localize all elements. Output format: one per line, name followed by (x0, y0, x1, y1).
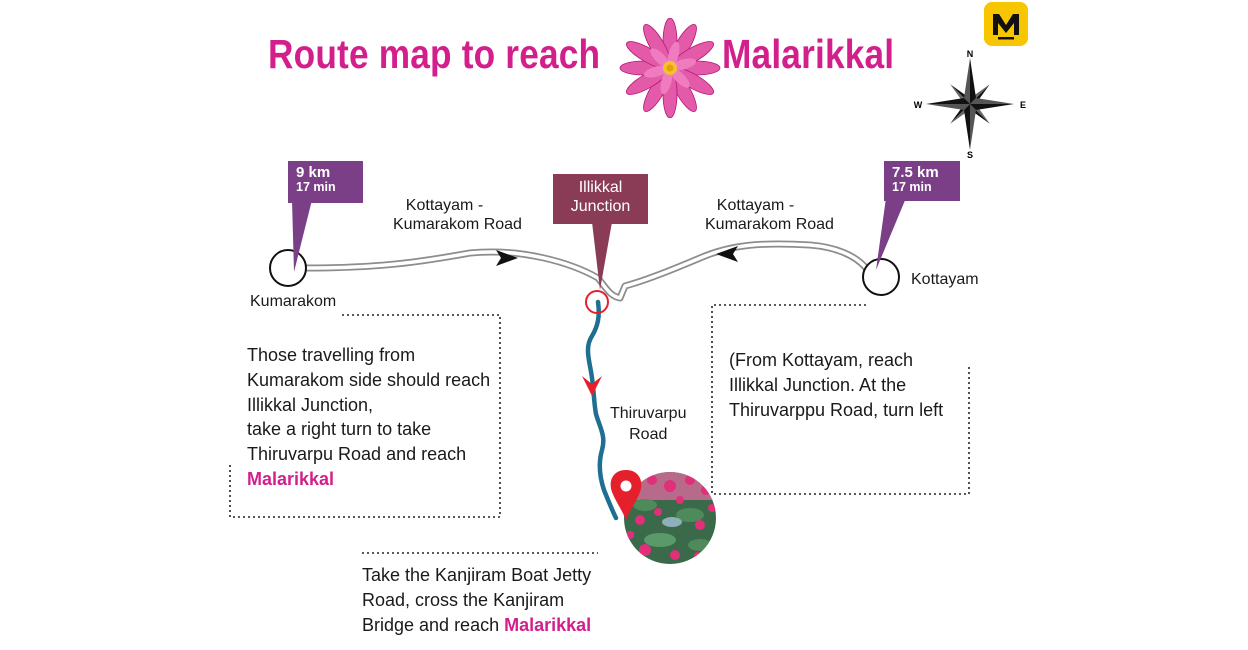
road-label-left-line1: Kottayam - (405, 197, 484, 214)
tag-kumarakom-distance: 9 km 17 min (288, 161, 363, 203)
info-right-line2: Illikkal Junction. At the (729, 374, 907, 395)
info-kanjiram-route: Take the Kanjiram Boat Jetty Road, cross… (362, 563, 622, 637)
info-bottom-destination: Malarikkal (504, 614, 592, 635)
illikkal-junction-marker (585, 290, 609, 314)
arrow-east-icon (496, 250, 518, 266)
road-label-left: Kottayam - Kumarakom Road (393, 196, 522, 234)
thiruvarpu-road (585, 299, 619, 521)
info-bottom-line2: Road, cross the Kanjiram (362, 589, 565, 610)
brand-logo[interactable]: M (984, 2, 1028, 46)
info-left-line1: Those travelling from (247, 345, 416, 365)
kottayam-marker (862, 258, 900, 296)
lotus-icon (619, 18, 721, 118)
place-label-kumarakom: Kumarakom (250, 293, 337, 310)
tag-kottayam-min: 17 min (892, 179, 932, 194)
tag-kumarakom-min: 17 min (296, 179, 336, 194)
info-bottom-line3-text: Bridge and reach (362, 614, 505, 635)
tag-junction-line2: Junction (570, 198, 631, 216)
info-left-destination: Malarikkal (247, 469, 335, 490)
brand-logo-icon (993, 14, 1019, 40)
info-left-line5: Thiruvarpu Road and reach (247, 444, 467, 465)
road-label-right-line2: Kumarakom Road (705, 216, 834, 234)
compass-rose-icon: N S E W (914, 49, 1026, 160)
info-left-line2: Kumarakom side should reach (247, 369, 491, 390)
road-label-left-line2: Kumarakom Road (393, 216, 522, 234)
road-label-south: Thiruvarpu Road (610, 404, 686, 446)
compass-n: N (967, 49, 974, 59)
road-label-right-line1: Kottayam - (716, 197, 795, 214)
compass-e: E (1020, 100, 1026, 110)
info-frames (229, 304, 970, 554)
tag-junction-pointer (592, 222, 612, 290)
arrow-south-icon (582, 376, 602, 396)
info-kottayam-side: (From Kottayam, reach Illikkal Junction.… (729, 348, 969, 422)
tag-kumarakom-km: 9 km (296, 164, 331, 181)
compass-w: W (914, 100, 923, 110)
info-right-line3: Thiruvarppu Road, turn left (729, 399, 944, 420)
page-title-left: Route map to reach (268, 31, 601, 77)
road-label-south-line1: Thiruvarpu (610, 405, 687, 422)
tag-kottayam-distance: 7.5 km 17 min (884, 161, 960, 201)
page-title-destination: Malarikkal (722, 31, 895, 77)
info-bottom-line1: Take the Kanjiram Boat Jetty (362, 565, 592, 585)
place-label-kottayam: Kottayam (911, 271, 979, 288)
road-kottayam-kumarakom (305, 240, 869, 302)
info-right-line1: (From Kottayam, reach (729, 350, 914, 370)
tag-9km-pointer (292, 200, 312, 272)
info-kumarakom-side: Those travelling from Kumarakom side sho… (247, 343, 497, 492)
road-label-south-line2: Road (629, 425, 668, 443)
tag-kottayam-km: 7.5 km (892, 164, 939, 181)
map-pin-icon (610, 470, 642, 520)
info-left-line4: take a right turn to take (247, 419, 432, 440)
info-left-line3: Illikkal Junction, (247, 394, 374, 415)
arrow-west-icon (716, 246, 738, 262)
tag-75km-pointer (876, 198, 906, 270)
tag-junction-line1: Illikkal (578, 179, 623, 196)
kumarakom-marker (269, 249, 307, 287)
compass-s: S (967, 150, 973, 160)
road-label-right: Kottayam - Kumarakom Road (705, 196, 834, 234)
tag-illikkal-junction: Illikkal Junction (553, 174, 648, 224)
info-bottom-line3: Bridge and reach Malarikkal (362, 613, 622, 638)
